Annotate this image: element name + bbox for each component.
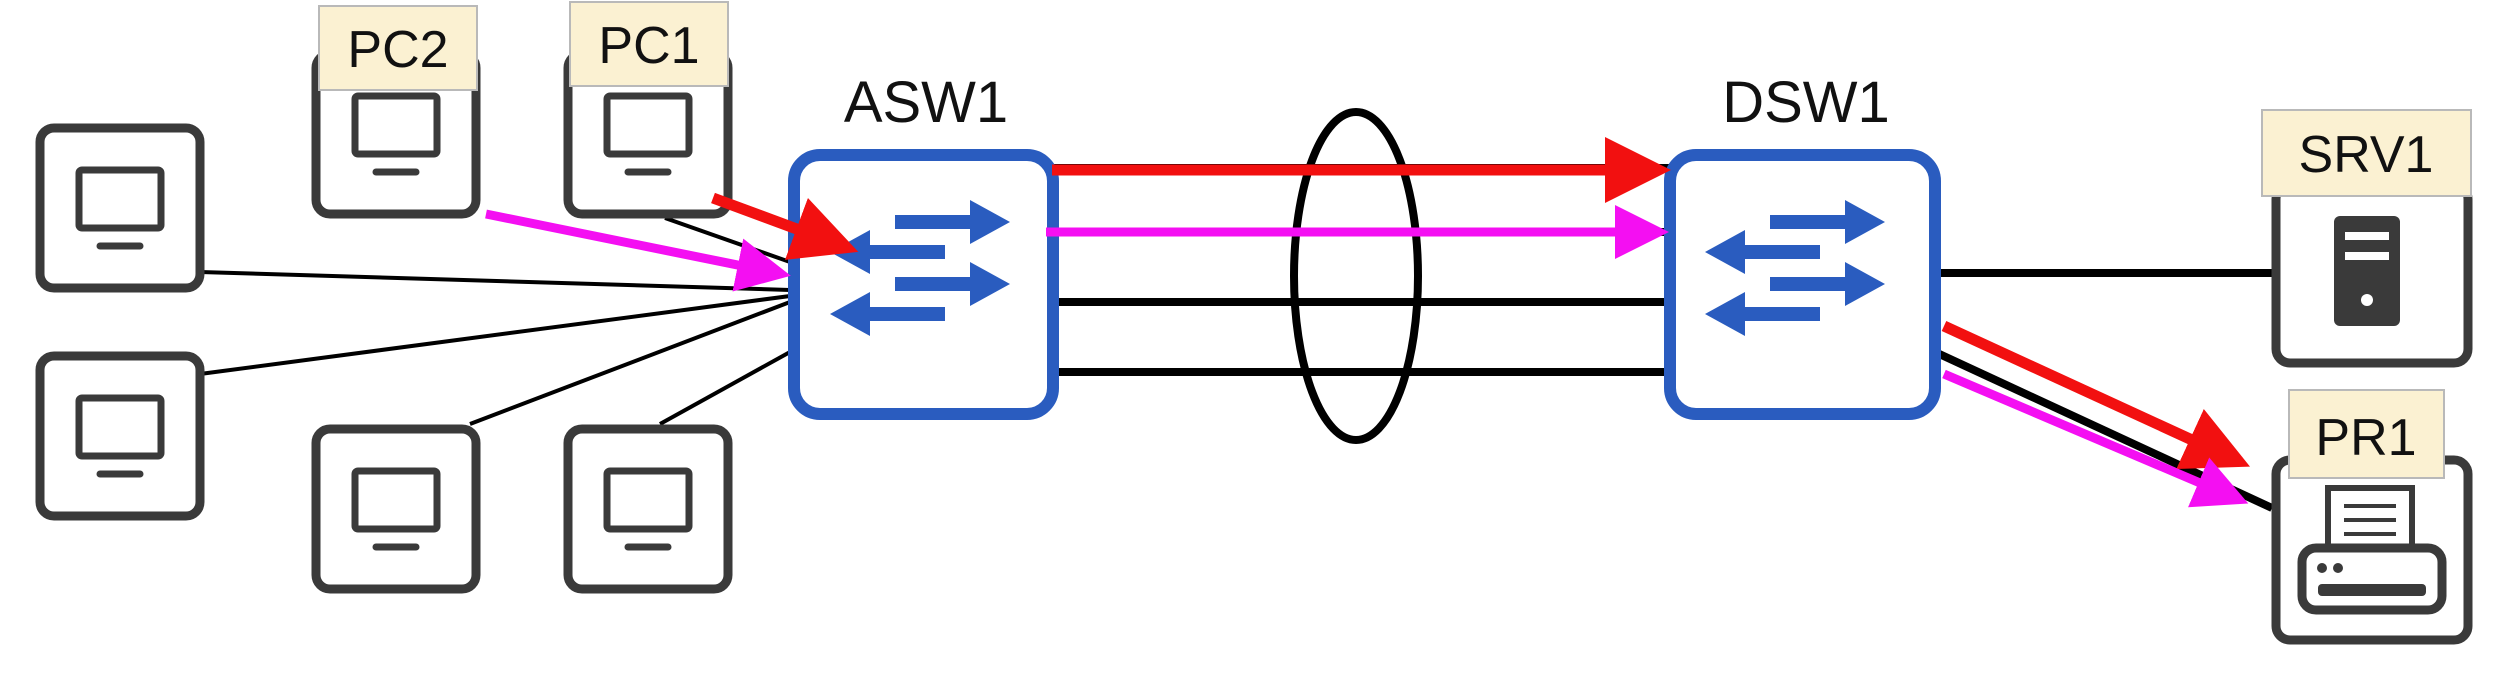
dsw1-switch[interactable] [1664,149,1941,420]
pc1-label-text: PC1 [598,17,699,75]
server-tower-icon [2334,216,2400,326]
link-bottom-pc-2 [659,350,791,426]
pr1-label-text: PR1 [2315,409,2416,467]
link-left-pc-bottom [199,294,791,376]
link-bottom-pc-1 [469,300,791,426]
srv1-label-text: SRV1 [2299,126,2434,184]
asw1-label: ASW1 [844,70,1008,135]
access-links [199,216,791,426]
monitor-icon [316,429,476,589]
pc-left-top[interactable] [40,128,200,288]
monitor-icon [568,429,728,589]
pr1-printer[interactable] [2271,455,2473,645]
traffic-flows [485,137,2250,508]
flow-arrow-pc2-asw1 [485,209,791,292]
flow-arrow-red-dsw1-pr1 [1941,321,2250,470]
pc-left-bottom[interactable] [40,356,200,516]
srv1-label: SRV1 [2261,109,2472,197]
pc-bottom-2[interactable] [568,429,728,589]
srv1-server[interactable] [2271,180,2473,368]
link-dsw1-pr1 [1933,348,2274,512]
pc-bottom-1[interactable] [316,429,476,589]
dsw1-label: DSW1 [1722,70,1890,135]
flow-arrow-pc1-asw1 [711,192,859,260]
port-channel-links [1052,164,1670,376]
flow-arrow-magenta-dsw1-pr1 [1942,369,2249,508]
etherchannel-ellipse [1290,108,1422,444]
pc2-label: PC2 [318,5,478,91]
monitor-icon [40,356,200,516]
monitor-icon [40,128,200,288]
pr1-label: PR1 [2288,389,2445,479]
asw1-switch[interactable] [788,149,1059,420]
link-left-pc-top [199,270,791,292]
printer-icon [2297,485,2447,615]
pc2-label-text: PC2 [347,21,448,79]
pc1-label: PC1 [569,1,729,87]
